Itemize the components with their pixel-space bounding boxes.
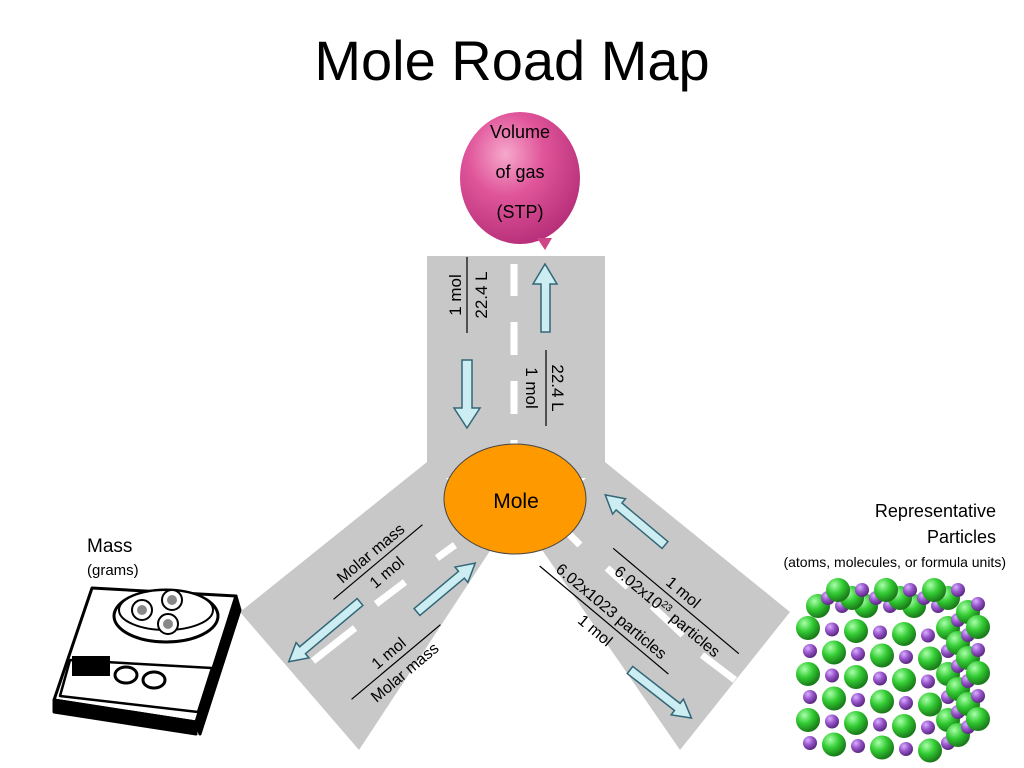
lattice-small-atom (851, 647, 865, 661)
lattice-large-atom (966, 707, 990, 731)
lane-dash (699, 652, 738, 683)
lattice-large-atom (922, 578, 946, 602)
lattice-small-atom (971, 597, 985, 611)
lattice-large-atom (892, 668, 916, 692)
lattice-large-atom (966, 615, 990, 639)
lane-dash (604, 565, 631, 590)
lane-dash (434, 542, 458, 561)
gas-to-mole-numerator: 1 mol (446, 274, 465, 316)
lattice-small-atom (803, 644, 817, 658)
particles-label-line2: Particles (926, 527, 996, 547)
lattice-small-atom (899, 650, 913, 664)
lattice-large-atom (892, 622, 916, 646)
lattice-small-atom (971, 689, 985, 703)
lattice-large-atom (826, 578, 850, 602)
lattice-large-atom (844, 619, 868, 643)
crystal-lattice-icon (796, 578, 990, 763)
lattice-large-atom (918, 692, 942, 717)
page-title: Mole Road Map (314, 29, 710, 92)
lattice-small-atom (971, 643, 985, 657)
lattice-large-atom (870, 735, 894, 760)
lattice-small-atom (855, 583, 869, 597)
road-right (527, 462, 790, 750)
lattice-small-atom (873, 625, 887, 640)
lattice-large-atom (918, 646, 942, 671)
lane-dash (373, 579, 408, 607)
lattice-large-atom (870, 689, 894, 714)
mole-to-gas-numerator: 22.4 L (548, 364, 567, 411)
lattice-small-atom (825, 668, 839, 683)
lattice-small-atom (825, 622, 839, 637)
scale-icon (52, 586, 242, 736)
lattice-large-atom (844, 665, 868, 689)
lattice-large-atom (874, 578, 898, 602)
lattice-small-atom (903, 583, 917, 597)
arrow-mole-to-particles-icon (626, 665, 693, 719)
lattice-large-atom (822, 686, 846, 711)
lattice-small-atom (921, 628, 935, 643)
gas-label-line1: Volume (490, 122, 550, 142)
arrow-particles-to-mole-icon (604, 493, 669, 550)
mole-label: Mole (493, 490, 539, 513)
lattice-large-atom (966, 661, 990, 685)
lattice-large-atom (796, 616, 820, 640)
fraction-bar (539, 565, 669, 675)
lane-dashes (310, 264, 738, 683)
arrow-down-to-mole-icon (452, 359, 482, 430)
arrow-mass-to-mole-icon (413, 562, 477, 617)
fraction-bar (333, 524, 423, 600)
lattice-large-atom (822, 640, 846, 665)
lattice-small-atom (951, 583, 965, 597)
lattice-large-atom (796, 662, 820, 686)
particles-sublabel: (atoms, molecules, or formula units) (783, 554, 1006, 570)
road-left (240, 462, 505, 750)
gas-label-line2: of gas (495, 162, 544, 182)
lattice-small-atom (899, 696, 913, 710)
fraction-bar (612, 547, 740, 655)
arrow-mole-to-mass-icon (287, 597, 364, 663)
fraction-bar (351, 624, 441, 700)
mole-circle (443, 443, 587, 555)
balloon-icon (460, 112, 580, 250)
lattice-small-atom (825, 714, 839, 729)
gas-to-mole-denominator: 22.4 L (472, 271, 491, 318)
particles-label-line1: Representative (874, 501, 996, 521)
lattice-large-atom (918, 738, 942, 763)
lattice-small-atom (851, 693, 865, 707)
gas-label-line3: (STP) (497, 202, 544, 222)
mole-to-gas-denominator: 1 mol (522, 367, 541, 409)
lattice-large-atom (870, 643, 894, 668)
conversion-arrows (287, 262, 693, 719)
lattice-large-atom (822, 732, 846, 757)
lattice-small-atom (921, 720, 935, 735)
lattice-large-atom (796, 708, 820, 732)
lane-dash (310, 625, 358, 664)
lattice-small-atom (899, 742, 913, 756)
mass-label: Mass (87, 536, 133, 557)
lattice-small-atom (803, 690, 817, 704)
lattice-small-atom (851, 739, 865, 753)
lattice-large-atom (892, 714, 916, 738)
lattice-small-atom (873, 671, 887, 686)
lattice-small-atom (803, 736, 817, 750)
lattice-small-atom (921, 674, 935, 689)
lattice-large-atom (844, 711, 868, 735)
lattice-small-atom (873, 717, 887, 732)
lane-dash (649, 603, 686, 638)
mass-sublabel: (grams) (87, 562, 139, 579)
arrow-up-from-mole-icon (531, 262, 559, 333)
